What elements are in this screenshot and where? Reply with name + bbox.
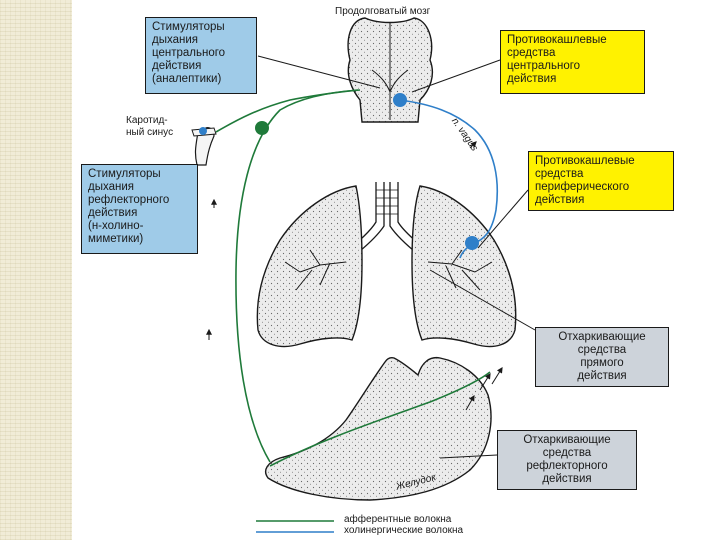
direct-expectorants-box: Отхаркивающие средства прямого действия (535, 327, 669, 387)
legend-afferent-text: афферентные волокна (344, 514, 452, 525)
left-lung-shape (256, 185, 363, 348)
medulla-label: Продолговатый мозг (335, 6, 431, 17)
right-lung-shape (411, 185, 517, 348)
carotid-sinus-label: Каротид- ный синус (126, 115, 174, 138)
peripheral-target-dot (465, 236, 479, 250)
reflex-respiratory-stimulators-box: Стимуляторы дыхания рефлекторного действ… (81, 164, 198, 254)
leader-lines (257, 55, 536, 459)
stomach-shape (264, 356, 492, 501)
decorative-left-strip (0, 0, 72, 540)
medulla-oblongata-shape (347, 17, 434, 123)
central-antitussives-box: Противокашлевые средства центрального де… (500, 30, 645, 94)
reflex-expectorants-box: Отхаркивающие средства рефлекторного дей… (497, 430, 637, 490)
carotid-sinus-shape (191, 127, 217, 166)
afferent-pathways (215, 89, 491, 467)
legend-cholinergic-text: холинергические волокна (344, 525, 464, 536)
receptor-dot (255, 121, 269, 135)
central-target-dot (393, 93, 407, 107)
peripheral-antitussives-box: Противокашлевые средства периферического… (528, 151, 674, 211)
central-respiratory-stimulators-box: Стимуляторы дыхания центрального действи… (145, 17, 257, 94)
